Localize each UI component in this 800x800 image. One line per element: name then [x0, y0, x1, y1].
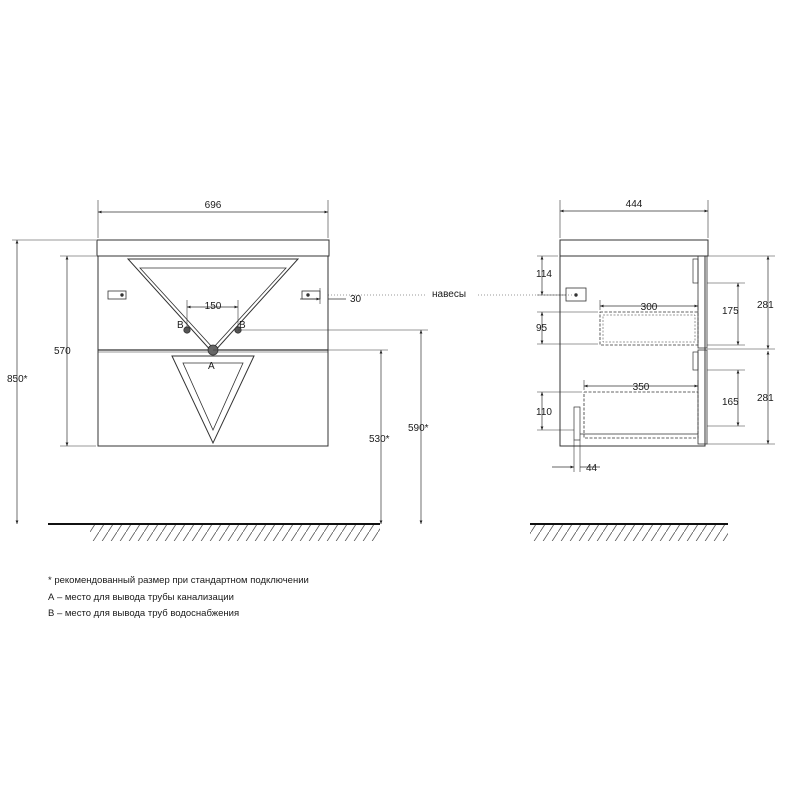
dim-upper-front-height: 281 [757, 300, 774, 311]
dim-width: 696 [205, 200, 222, 211]
dim-lower-drawer-depth: 350 [633, 382, 650, 393]
hanger-right-icon [301, 290, 321, 300]
side-cabinet [559, 255, 706, 447]
note-recommended: * рекомендованный размер при стандартном… [48, 575, 309, 586]
dim-upper-inner-height: 175 [722, 306, 739, 317]
side-drawer-front-upper [697, 255, 708, 349]
dim-pipe-spacing: 150 [205, 301, 222, 312]
side-view [537, 200, 775, 472]
label-hangers: навесы [432, 289, 466, 300]
front-lower-triangle [171, 355, 255, 445]
label-b-right: B [239, 320, 246, 331]
floor-front [48, 523, 380, 541]
front-upper-triangle [126, 258, 300, 354]
dim-drain-height: 530* [369, 434, 390, 445]
dim-upper-drawer-offset: 95 [536, 323, 548, 334]
dim-hanger-offset: 30 [350, 294, 362, 305]
floor-side [530, 523, 728, 541]
dim-depth: 444 [626, 199, 643, 210]
dim-lower-inner-height: 165 [722, 397, 739, 408]
dim-top-offset: 114 [536, 269, 552, 280]
dim-water-height: 590* [408, 423, 429, 434]
dim-cabinet-height: 570 [54, 346, 71, 357]
dim-back-offset: 44 [586, 463, 598, 474]
label-a: A [208, 361, 215, 372]
front-view [12, 200, 428, 524]
note-drain: А – место для вывода трубы канализации [48, 591, 234, 603]
dim-total-height: 850* [7, 374, 28, 385]
dim-lower-drawer-offset: 110 [536, 407, 552, 418]
hanger-left-icon [107, 290, 127, 300]
upper-drawer-box [599, 311, 699, 346]
dim-lower-front-height: 281 [757, 393, 774, 404]
side-countertop [559, 239, 709, 257]
label-b-left: B [177, 320, 184, 331]
front-cabinet [97, 255, 329, 447]
side-drawer-front-lower [697, 349, 708, 445]
notes-block: * рекомендованный размер при стандартном… [48, 573, 309, 623]
lower-drawer-box [583, 391, 699, 439]
dim-upper-drawer-depth: 300 [641, 302, 658, 313]
side-hanger-icon [565, 287, 587, 302]
front-countertop [96, 239, 330, 257]
note-water: В – место для вывода труб водоснабжения [48, 608, 240, 619]
